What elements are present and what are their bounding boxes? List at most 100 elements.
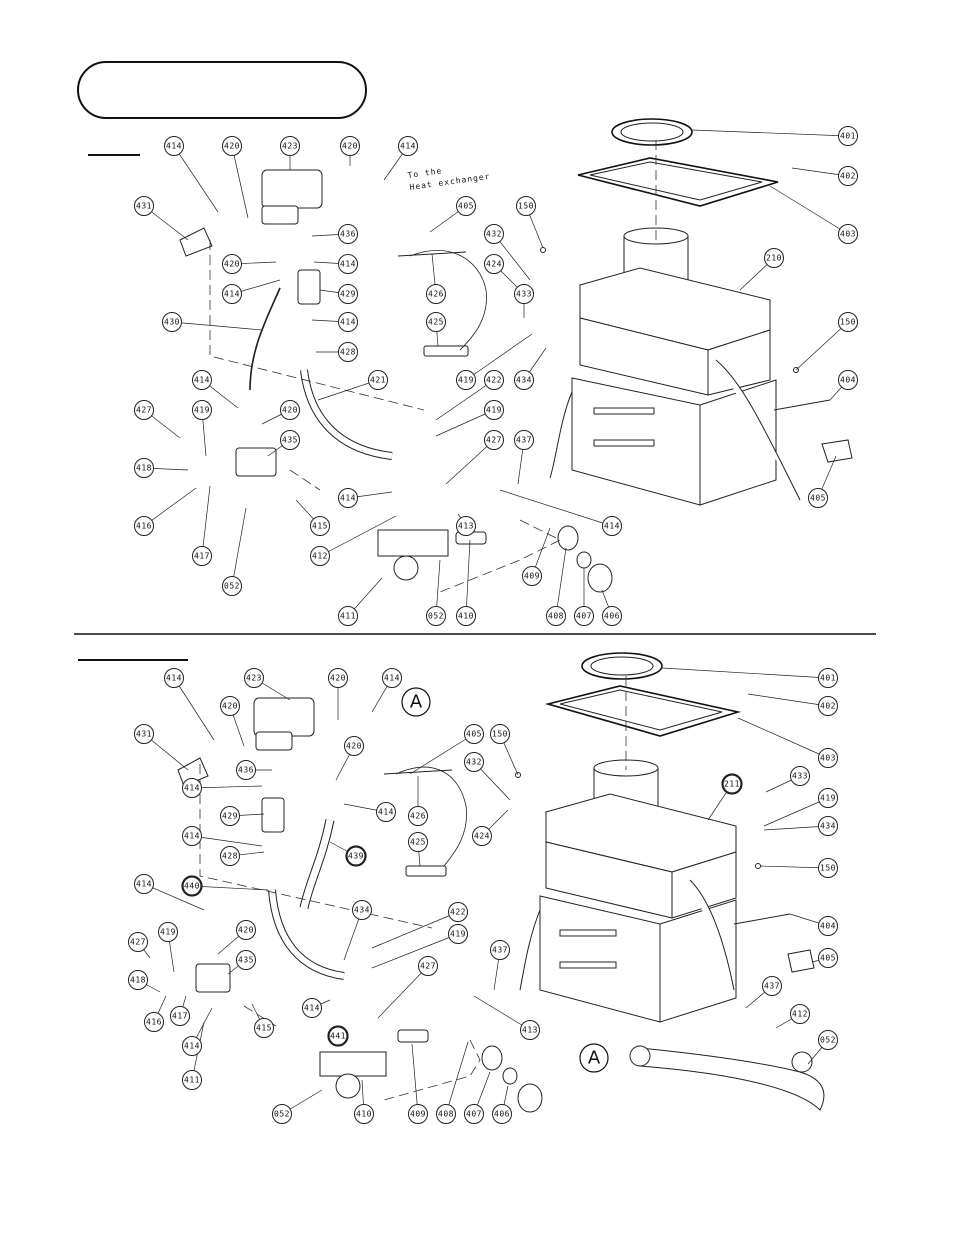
top-callout-425: 425 xyxy=(426,312,446,332)
guide-top-1 xyxy=(209,240,425,411)
sensor-rod-404-b xyxy=(733,913,791,925)
callout-number: 414 xyxy=(184,784,200,793)
callout-circle xyxy=(340,136,360,156)
callout-number: 420 xyxy=(282,406,298,415)
top-callout-407: 407 xyxy=(574,606,594,626)
callout-circle xyxy=(762,976,782,996)
callout-circle xyxy=(484,430,504,450)
top-callout-052: 052 xyxy=(222,576,242,596)
callout-number: 431 xyxy=(136,730,152,739)
callout-circle xyxy=(327,1025,349,1047)
bottom-callout-435: 435 xyxy=(236,950,256,970)
callout-circle xyxy=(182,1036,202,1056)
callout-number: 429 xyxy=(222,812,238,821)
burner-slot-b1 xyxy=(559,929,617,937)
callout-circle xyxy=(790,1004,810,1024)
pipe-440-inner xyxy=(269,889,345,979)
top-callout-416: 416 xyxy=(134,516,154,536)
bottom-callout-414: 414 xyxy=(182,826,202,846)
callout-circle xyxy=(818,668,838,688)
top-leader xyxy=(445,439,495,485)
callout-number: 416 xyxy=(136,522,152,531)
callout-circle xyxy=(338,312,358,332)
callout-number: 414 xyxy=(194,376,210,385)
top-callout-422: 422 xyxy=(484,370,504,390)
top-callout-419: 419 xyxy=(456,370,476,390)
callout-circle xyxy=(464,1104,484,1124)
callout-number: 432 xyxy=(466,758,482,767)
top-callout-424: 424 xyxy=(484,254,504,274)
callout-number: 402 xyxy=(820,702,836,711)
bottom-callout-408: 408 xyxy=(436,1104,456,1124)
bottom-leader xyxy=(759,865,829,869)
top-leader xyxy=(143,487,197,527)
bottom-callout-424: 424 xyxy=(472,826,492,846)
callout-number: 427 xyxy=(420,962,436,971)
bottom-callout-437: 437 xyxy=(490,940,510,960)
callout-number: 434 xyxy=(354,906,370,915)
top-callout-414: 414 xyxy=(338,254,358,274)
gasket-ring-inner xyxy=(620,122,684,142)
callout-number: 401 xyxy=(820,674,836,683)
callout-circle xyxy=(220,846,240,866)
callout-number: 420 xyxy=(330,674,346,683)
top-callout-409: 409 xyxy=(522,566,542,586)
top-callout-150: 150 xyxy=(516,196,536,216)
callout-circle xyxy=(280,400,300,420)
bottom-callout-436: 436 xyxy=(236,760,256,780)
top-leader xyxy=(319,515,397,557)
bottom-callout-414: 414 xyxy=(164,668,184,688)
callout-number: 150 xyxy=(518,202,534,211)
callout-circle xyxy=(338,224,358,244)
top-callout-410: 410 xyxy=(456,606,476,626)
callout-circle xyxy=(280,136,300,156)
top-callout-414: 414 xyxy=(338,312,358,332)
callout-number: 420 xyxy=(224,142,240,151)
bottom-callout-428: 428 xyxy=(220,846,240,866)
callout-number: 426 xyxy=(428,290,444,299)
callout-number: 414 xyxy=(604,522,620,531)
callout-circle xyxy=(328,668,348,688)
callout-circle xyxy=(721,773,743,795)
gas-valve-423-b xyxy=(253,697,315,737)
callout-number: 417 xyxy=(194,552,210,561)
washer-407-b xyxy=(502,1067,518,1085)
callout-number: 408 xyxy=(438,1110,454,1119)
top-callout-052: 052 xyxy=(426,606,446,626)
callout-number: 431 xyxy=(136,202,152,211)
bottom-callout-414: 414 xyxy=(182,1036,202,1056)
bottom-callout-415: 415 xyxy=(254,1018,274,1038)
callout-circle xyxy=(790,766,810,786)
callout-circle xyxy=(490,724,510,744)
bottom-callout-211: 211 xyxy=(721,773,743,795)
callout-number: 150 xyxy=(820,864,836,873)
callout-number: 429 xyxy=(340,290,356,299)
callout-circle xyxy=(520,1020,540,1040)
guide-bottom-1 xyxy=(199,764,433,929)
burner-box-b xyxy=(539,895,661,1023)
callout-circle xyxy=(158,922,178,942)
bottom-callout-405: 405 xyxy=(464,724,484,744)
callout-circle xyxy=(456,606,476,626)
callout-number: 412 xyxy=(312,552,328,561)
callout-circle xyxy=(376,802,396,822)
top-leader xyxy=(499,489,613,527)
callout-circle xyxy=(302,998,322,1018)
callout-number: 419 xyxy=(458,376,474,385)
callout-number: 441 xyxy=(330,1032,346,1041)
top-leader xyxy=(317,379,379,401)
water-block-port-b xyxy=(335,1073,361,1099)
bottom-leader xyxy=(377,965,429,1019)
callout-number: 405 xyxy=(466,730,482,739)
bottom-callout-420: 420 xyxy=(220,696,240,716)
bottom-callout-420: 420 xyxy=(328,668,348,688)
top-callout-432: 432 xyxy=(484,224,504,244)
bottom-callout-439: 439 xyxy=(345,845,367,867)
bottom-callout-414: 414 xyxy=(302,998,322,1018)
bottom-leader xyxy=(173,677,215,741)
callout-circle xyxy=(602,516,622,536)
bottom-callout-426: 426 xyxy=(408,806,428,826)
callout-number: 423 xyxy=(246,674,262,683)
bottom-callout-052: 052 xyxy=(818,1030,838,1050)
